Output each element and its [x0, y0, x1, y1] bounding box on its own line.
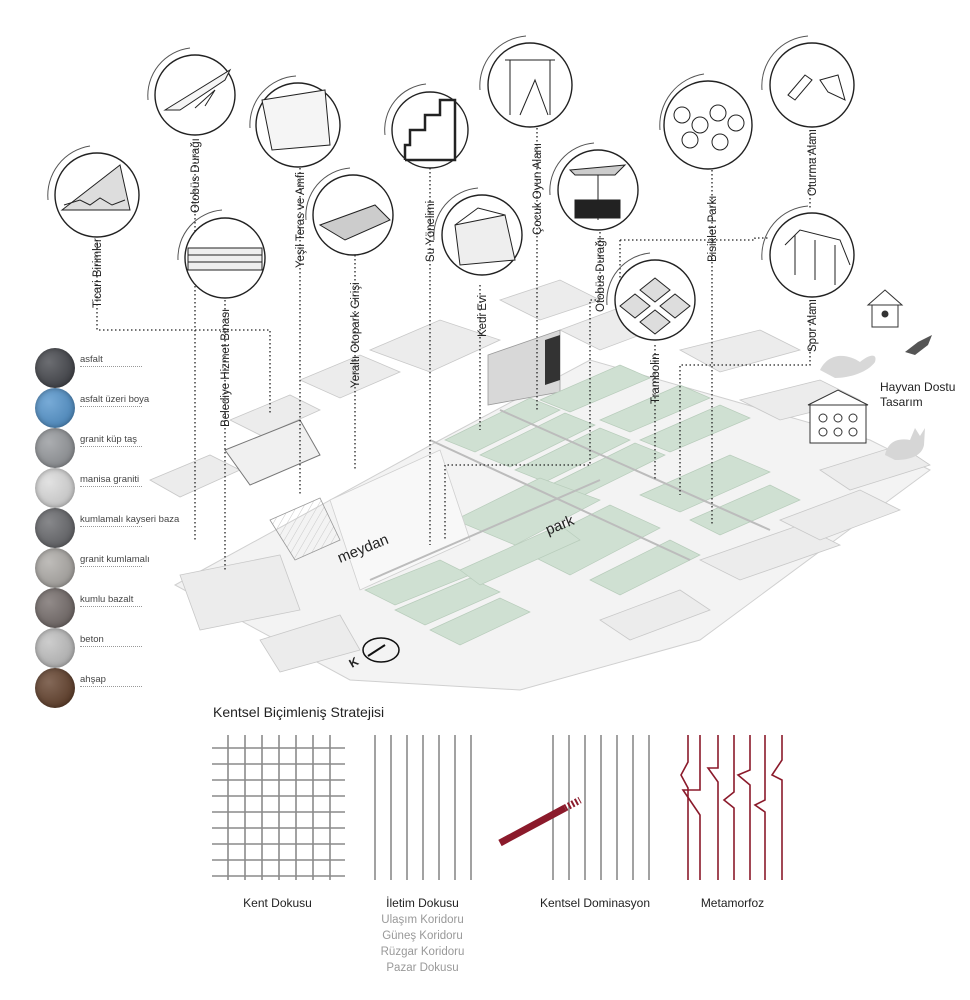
strategy-diagrams: [212, 735, 783, 880]
sub-ulasim: Ulaşım Koridoru: [381, 914, 464, 926]
dog-icon: [820, 355, 876, 378]
material-swatch: [35, 548, 75, 588]
material-label: granit kumlamalı: [80, 554, 150, 567]
strategy-title: Kentsel Biçimleniş Stratejisi: [213, 704, 385, 720]
material-swatch: [35, 628, 75, 668]
caption-iletim-dokusu: İletim Dokusu: [386, 896, 459, 910]
material-swatch: [35, 468, 75, 508]
callout-label-belediye: Belediye Hizmet Binası: [220, 309, 232, 427]
metamorfoz-line: [736, 735, 751, 880]
callout-label-otobus-1: Otobüs Durağı: [190, 138, 202, 213]
caption-metamorfoz: Metamorfoz: [700, 896, 765, 910]
cat-icon: [885, 428, 925, 460]
iletim-sub-list: Ulaşım Koridoru Güneş Koridoru Rüzgar Ko…: [360, 912, 485, 976]
animal-design-label: Hayvan Dostu Tasarım: [880, 380, 956, 409]
animal-friendly-icons: [807, 289, 932, 460]
sub-gunes: Güneş Koridoru: [382, 930, 463, 942]
metamorfoz-line: [753, 735, 766, 880]
metamorfoz-line: [722, 735, 735, 880]
caption-kentsel-dominasyon: Kentsel Dominasyon: [539, 896, 651, 910]
callout-label-kedi-evi: Kedi Evi: [477, 295, 489, 337]
sports-area-icon: [784, 229, 851, 285]
birdhouse-icon: [866, 289, 904, 328]
sub-pazar: Pazar Dokusu: [386, 962, 459, 974]
material-label: asfalt üzeri boya: [80, 394, 150, 407]
callout-label-yesil-teras: Yeşil Teras ve Amfi: [295, 172, 307, 268]
meydan-plaza: [329, 449, 471, 591]
water-direction-icon: [403, 98, 457, 162]
material-label: ahşap: [80, 674, 142, 687]
metamorfoz-line: [770, 735, 783, 880]
callout-label-cocuk-oyun: Çocuk Oyun Alanı: [532, 143, 544, 235]
material-label: kumlu bazalt: [80, 594, 142, 607]
callout-label-bisiklet: Bisiklet Parkı: [707, 196, 719, 262]
material-swatch: [35, 588, 75, 628]
material-swatch: [35, 508, 75, 548]
cat-house-icon: [454, 214, 516, 266]
material-label: kumlamalı kayseri baza: [80, 514, 180, 527]
commercial-unit-icon: [60, 164, 131, 211]
bicycle-icon: [673, 104, 745, 151]
metamorfoz-lines: [680, 735, 783, 880]
axonometric-site-plan: K: [149, 279, 931, 691]
callout-cocuk-oyun: [487, 42, 573, 128]
metamorfoz-line: [680, 735, 689, 880]
callout-oturma-alani: [769, 42, 855, 128]
metamorfoz-line: [706, 735, 719, 880]
callout-spor-alani: [769, 212, 855, 298]
underground-parking-icon: [318, 204, 391, 241]
sub-ruzgar: Rüzgar Koridoru: [380, 946, 465, 958]
kentsel-dominasyon-lines: [552, 735, 650, 880]
material-swatch: [35, 348, 75, 388]
caption-kent-dokusu: Kent Dokusu: [243, 896, 312, 910]
iletim-dokusu-lines: [374, 735, 472, 880]
site-plan-svg: K meydan park: [47, 35, 932, 691]
kent-dokusu-grid: [212, 735, 345, 880]
callout-circles: [54, 42, 855, 341]
bus-stop-icon: [163, 68, 232, 111]
seating-icon: [787, 74, 846, 101]
municipal-building-icon: [187, 247, 263, 271]
cat-house-large-icon: [807, 389, 869, 444]
material-label: beton: [80, 634, 142, 647]
material-label: manisa graniti: [80, 474, 142, 487]
material-swatch: [35, 388, 75, 428]
callout-label-otobus-2: Otobüs Durağı: [595, 237, 607, 312]
leader-lines: [96, 120, 811, 570]
callout-su-yonelimi: [391, 91, 469, 169]
material-swatch: [35, 668, 75, 708]
callout-label-ticari: Ticari Birimler: [92, 238, 104, 308]
metamorfoz-line: [681, 735, 701, 880]
dominasyon-arrow: [498, 796, 582, 847]
trampoline-icon: [619, 277, 691, 335]
material-swatch: [35, 428, 75, 468]
callout-label-spor: Spor Alanı: [807, 299, 819, 352]
bus-stop-2-icon: [568, 164, 627, 220]
surrounding-buildings: [149, 279, 931, 673]
callout-label-oturma: Oturma Alanı: [807, 129, 819, 196]
callout-label-yeralti: Yeraltı Otopark Girişi: [350, 282, 362, 388]
playground-icon: [505, 59, 555, 116]
callout-label-su-yonelimi: Su Yönelimi: [425, 201, 437, 262]
callout-label-trambolin: Trambolin: [650, 353, 662, 404]
bird-icon: [905, 335, 932, 355]
green-terrace-icon: [261, 89, 331, 151]
material-label: asfalt: [80, 354, 142, 367]
material-label: granit küp taş: [80, 434, 142, 447]
